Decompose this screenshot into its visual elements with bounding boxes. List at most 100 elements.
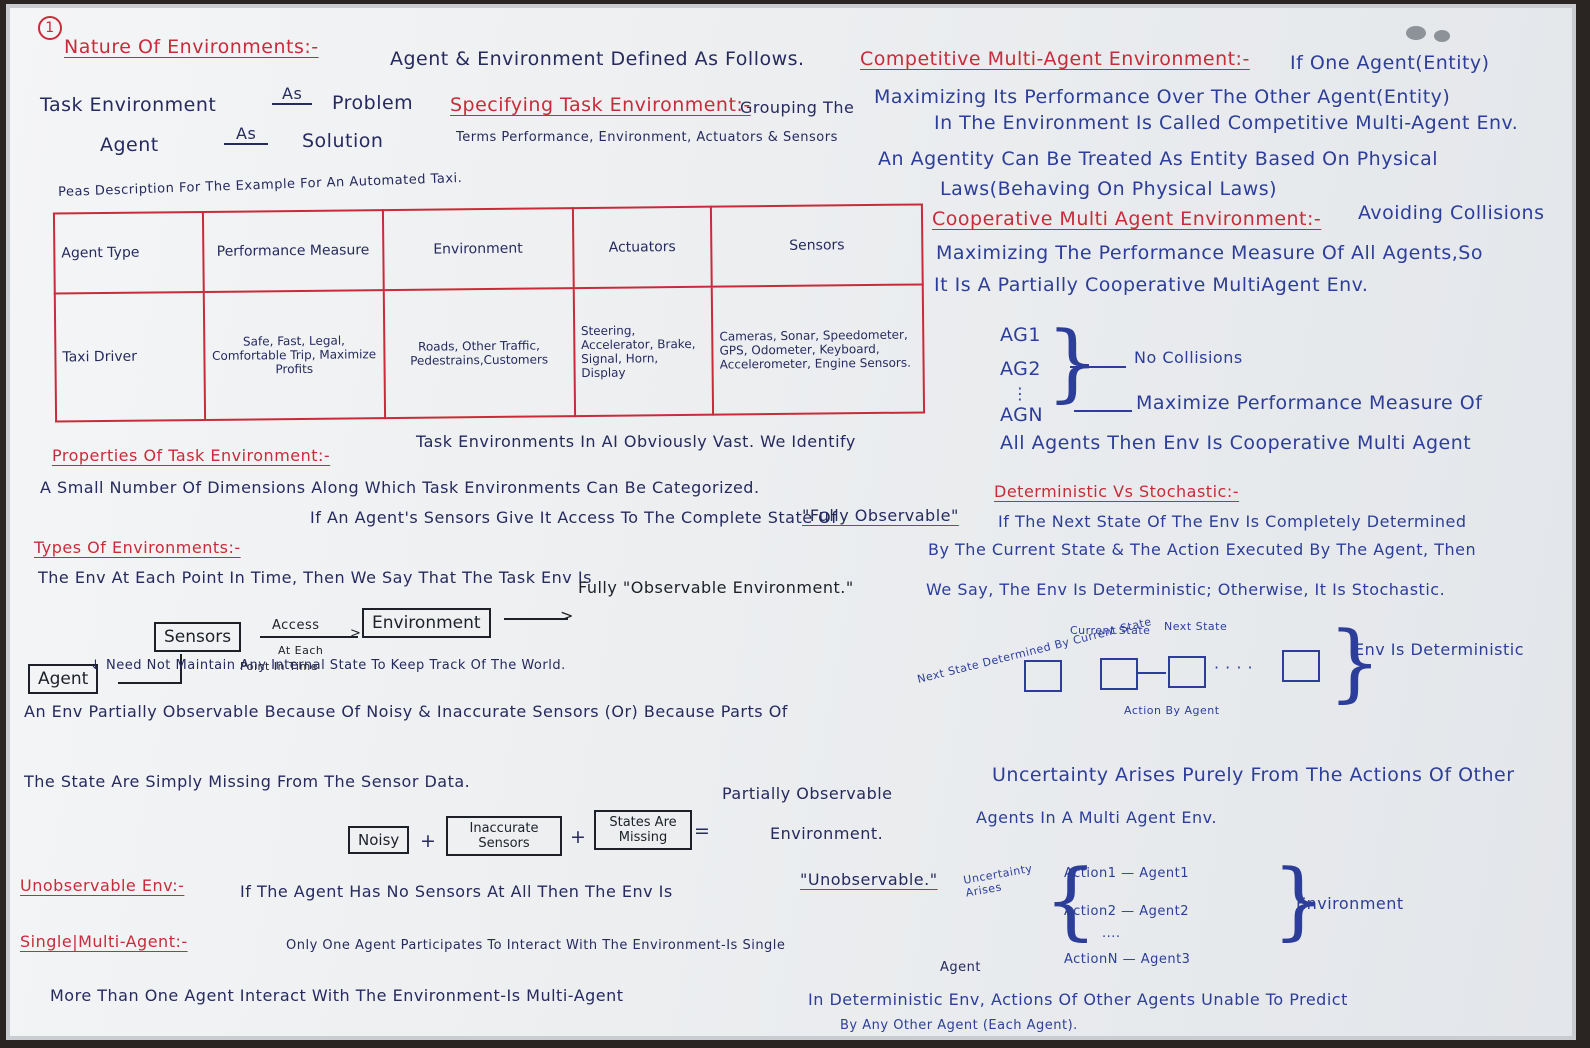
competitive-line-5: Laws(Behaving On Physical Laws)	[940, 178, 1278, 200]
competitive-line-2: Maximizing Its Performance Over The Othe…	[874, 86, 1451, 108]
no-collisions-label: No Collisions	[1134, 348, 1243, 367]
nature-heading: Nature Of Environments:-	[64, 36, 319, 58]
maximize-label: Maximize Performance Measure Of	[1136, 392, 1483, 414]
specifying-text-2: Terms Performance, Environment, Actuator…	[456, 130, 838, 145]
properties-heading: Properties Of Task Environment:-	[52, 446, 331, 465]
unobservable-heading: Unobservable Env:-	[20, 876, 185, 895]
actions-brace-left: {	[1044, 851, 1098, 949]
cell-sensors: Cameras, Sonar, Speedometer, GPS, Odomet…	[711, 284, 925, 415]
env-arrowhead: >	[560, 606, 574, 625]
environment-box: Environment	[362, 608, 491, 638]
types-line-1: If An Agent's Sensors Give It Access To …	[310, 508, 838, 527]
header-actuators: Actuators	[572, 206, 712, 289]
agent-ag2: AG2	[1000, 358, 1041, 380]
agent-vdots: ⋮	[1012, 384, 1029, 403]
magnet-2	[1434, 30, 1450, 42]
properties-line-2: A Small Number Of Dimensions Along Which…	[40, 478, 760, 497]
fully-observable-quote: "Fully Observable"	[802, 506, 959, 525]
action-n: ActionN — Agent3	[1064, 952, 1191, 967]
state-box-4	[1282, 650, 1320, 682]
types-line-2: The Env At Each Point In Time, Then We S…	[38, 568, 592, 587]
env-deterministic-label: Env Is Deterministic	[1354, 640, 1524, 659]
agent-agn: AGN	[1000, 404, 1044, 426]
header-environment: Environment	[382, 208, 574, 291]
uncertainty-bottom-2: By Any Other Agent (Each Agent).	[840, 1018, 1078, 1033]
header-performance: Performance Measure	[202, 210, 384, 292]
sensors-box: Sensors	[154, 622, 242, 652]
cooperative-line-2: Maximizing The Performance Measure Of Al…	[936, 242, 1483, 264]
action-2: Action2 — Agent2	[1064, 904, 1189, 919]
cooperative-result: All Agents Then Env Is Cooperative Multi…	[1000, 432, 1472, 454]
state-box-2	[1100, 658, 1138, 690]
no-collisions-connector	[1070, 366, 1126, 368]
single-multi-heading: Single|Multi-Agent:-	[20, 932, 188, 951]
point-in-time-label: Point In Time	[240, 660, 318, 673]
actions-brace-right: }	[1272, 851, 1326, 949]
agent-box: Agent	[28, 664, 99, 694]
table-header-row: Agent Type Performance Measure Environme…	[53, 204, 923, 294]
deterministic-line-2: By The Current State & The Action Execut…	[928, 540, 1477, 559]
multi-agent-line: More Than One Agent Interact With The En…	[50, 986, 624, 1005]
header-agent-type: Agent Type	[53, 211, 204, 294]
uncertainty-line-2: Agents In A Multi Agent Env.	[976, 808, 1217, 827]
plus-2: +	[570, 826, 587, 848]
agent-label: Agent	[100, 134, 159, 156]
plus-1: +	[420, 830, 437, 852]
types-heading: Types Of Environments:-	[34, 538, 241, 557]
action-by-agent-label: Action By Agent	[1124, 704, 1220, 717]
state-box-3	[1168, 656, 1206, 688]
state-dots: · · · ·	[1214, 658, 1254, 677]
deterministic-line-1: If The Next State Of The Env Is Complete…	[998, 512, 1467, 531]
solution-label: Solution	[302, 130, 384, 152]
states-brace: }	[1328, 613, 1382, 711]
access-arrow	[260, 636, 358, 638]
partial-line-1: An Env Partially Observable Because Of N…	[24, 702, 788, 721]
agent-ag1: AG1	[1000, 324, 1041, 346]
competitive-line-3: In The Environment Is Called Competitive…	[934, 112, 1519, 134]
need-not-note: ↓ Need Not Maintain Any Internal State T…	[90, 658, 566, 673]
cooperative-line-3: It Is A Partially Cooperative MultiAgent…	[934, 274, 1369, 296]
cell-performance: Safe, Fast, Legal, Comfortable Trip, Max…	[203, 290, 385, 420]
uncertainty-bottom-1: In Deterministic Env, Actions Of Other A…	[808, 990, 1348, 1009]
cell-environment: Roads, Other Traffic, Pedestrains,Custom…	[383, 288, 575, 419]
agent-to-sensors-up	[180, 654, 182, 684]
cell-actuators: Steering, Accelerator, Brake, Signal, Ho…	[573, 286, 714, 417]
state-box-1	[1024, 660, 1062, 692]
fully-observable-env-label: Fully "Observable Environment."	[578, 578, 854, 597]
equals-sign: =	[694, 820, 711, 842]
env-to-fully-arrow	[504, 618, 568, 620]
next-state-label: Next State	[1164, 620, 1228, 633]
partial-result-1: Partially Observable	[722, 784, 893, 803]
action-1: Action1 — Agent1	[1064, 866, 1189, 881]
unobservable-text: If The Agent Has No Sensors At All Then …	[240, 882, 673, 901]
as-label-2: As	[224, 124, 269, 145]
state-arrow	[1138, 672, 1166, 674]
peas-caption: Peas Description For The Example For An …	[57, 170, 463, 201]
as-label-1: As	[272, 84, 313, 105]
cell-agent-type: Taxi Driver	[54, 291, 205, 422]
access-label: Access	[272, 618, 320, 633]
states-missing-box: States Are Missing	[594, 810, 692, 850]
cooperative-heading: Cooperative Multi Agent Environment:-	[932, 208, 1322, 230]
uncertainty-environment: Environment	[1296, 894, 1404, 913]
unobservable-quote: "Unobservable."	[800, 870, 938, 889]
peas-table: Agent Type Performance Measure Environme…	[53, 203, 925, 422]
agents-brace: }	[1046, 313, 1100, 411]
inaccurate-sensors-box: Inaccurate Sensors	[446, 816, 562, 856]
at-each-label: At Each	[278, 644, 324, 657]
deterministic-line-3: We Say, The Env Is Deterministic; Otherw…	[926, 580, 1446, 599]
single-multi-text: Only One Agent Participates To Interact …	[286, 938, 786, 953]
specifying-heading: Specifying Task Environment:-	[450, 94, 751, 116]
competitive-heading: Competitive Multi-Agent Environment:-	[860, 48, 1250, 70]
maximize-connector	[1074, 410, 1132, 412]
partial-result-2: Environment.	[770, 824, 884, 843]
current-state-label: Current State	[1070, 624, 1151, 637]
properties-line-1: Task Environments In AI Obviously Vast. …	[416, 432, 856, 451]
uncertainty-line-1: Uncertainty Arises Purely From The Actio…	[992, 764, 1515, 786]
page-number: 1	[38, 16, 62, 40]
magnet-1	[1406, 26, 1426, 40]
noisy-box: Noisy	[348, 826, 410, 854]
task-env-label: Task Environment	[40, 94, 217, 116]
single-multi-text-end: Agent	[940, 960, 981, 975]
nature-intro: Agent & Environment Defined As Follows.	[390, 48, 805, 70]
